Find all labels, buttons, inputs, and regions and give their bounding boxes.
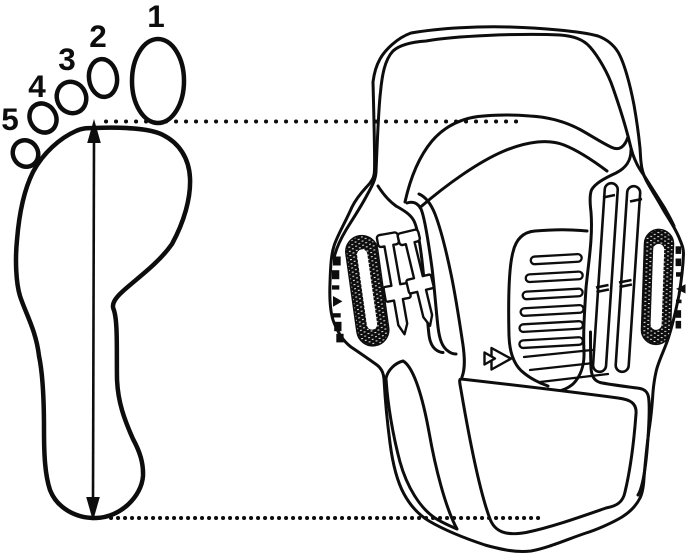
svg-text:2: 2 — [89, 18, 107, 54]
svg-text:1: 1 — [147, 0, 165, 34]
svg-text:3: 3 — [58, 41, 76, 77]
svg-text:4: 4 — [28, 68, 46, 104]
svg-text:5: 5 — [1, 101, 19, 137]
